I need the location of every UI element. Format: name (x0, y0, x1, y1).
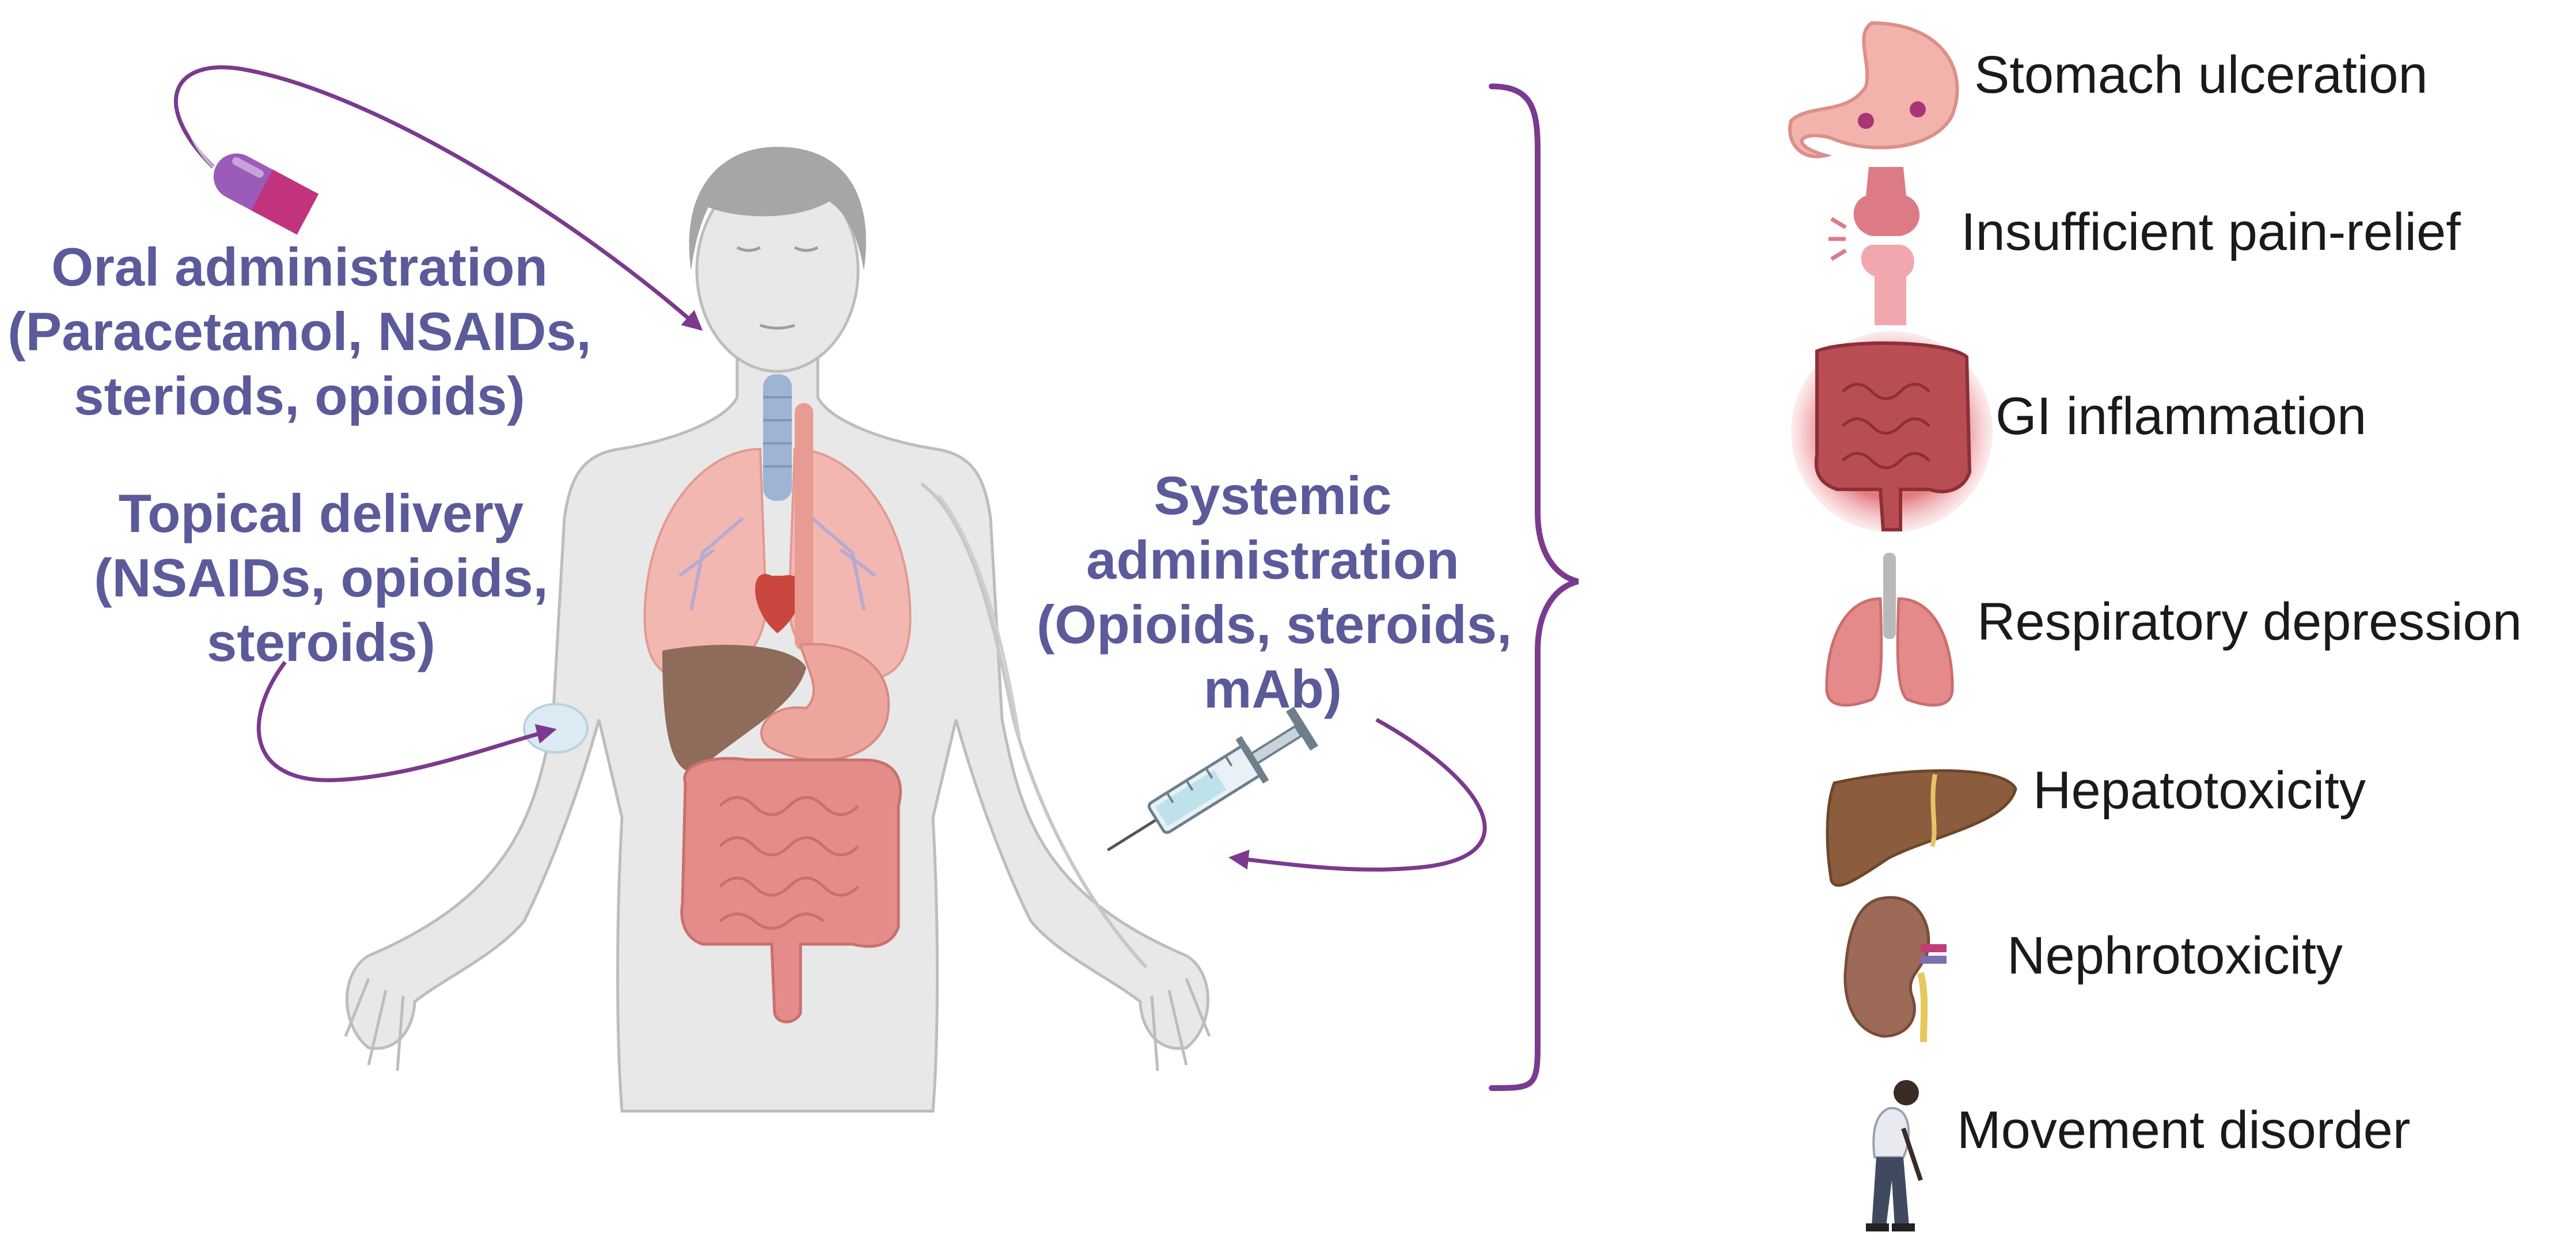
intestine-icon (1791, 331, 1993, 533)
route-label-line: Topical delivery (118, 483, 524, 543)
route-label-line: (NSAIDs, opioids, (94, 548, 548, 608)
effect-label-movement-disorder: Movement disorder (1957, 1101, 2411, 1159)
effect-label-respiratory-depression: Respiratory depression (1977, 592, 2522, 651)
syringe-icon (1107, 706, 1318, 851)
effect-label-insufficient-pain-relief: Insufficient pain-relief (1961, 203, 2461, 261)
human-body-illustration (344, 147, 1211, 1113)
route-label-oral: Oral administration (Paracetamol, NSAIDs… (3, 235, 596, 428)
stomach (760, 642, 890, 762)
capsule-icon (213, 153, 319, 235)
route-label-line: administration (1086, 530, 1459, 590)
route-label-line: (Opioids, steroids, (1037, 594, 1512, 655)
effect-label-stomach-ulceration: Stomach ulceration (1974, 45, 2428, 104)
liver (662, 645, 806, 772)
intestines (680, 756, 902, 1024)
route-label-line: Oral administration (51, 237, 548, 297)
liver-icon (1826, 769, 2017, 887)
route-label-line: steriods, opioids) (74, 366, 525, 426)
route-label-systemic: Systemic administration (Opioids, steroi… (1037, 463, 1512, 721)
topical-patch (523, 703, 589, 754)
trachea (763, 374, 792, 501)
oral-arrow-fade (184, 79, 214, 168)
knee-joint-icon (1828, 167, 1920, 325)
curly-brace (1489, 83, 1579, 1091)
topical-arrow (256, 660, 557, 782)
hunched-person-icon (1866, 1080, 1923, 1231)
effect-label-gi-inflammation: GI inflammation (1995, 387, 2367, 446)
route-label-line: Systemic (1154, 465, 1392, 526)
route-label-topical: Topical delivery (NSAIDs, opioids, stero… (78, 481, 564, 675)
lungs-icon (1825, 553, 1954, 707)
effect-label-hepatotoxicity: Hepatotoxicity (2033, 761, 2366, 820)
vein-lines (920, 482, 1148, 969)
heart (755, 573, 802, 633)
route-label-line: steroids) (207, 612, 435, 672)
systemic-arrow (1228, 717, 1487, 872)
route-arrows (174, 65, 1487, 872)
route-label-line: (Paracetamol, NSAIDs, (7, 301, 591, 362)
stomach-icon (1788, 21, 1959, 158)
oral-arrow (174, 65, 703, 331)
hair (689, 147, 866, 271)
route-label-line: mAb) (1203, 659, 1342, 719)
effect-label-nephrotoxicity: Nephrotoxicity (2007, 926, 2343, 985)
kidney-icon (1843, 896, 1947, 1043)
